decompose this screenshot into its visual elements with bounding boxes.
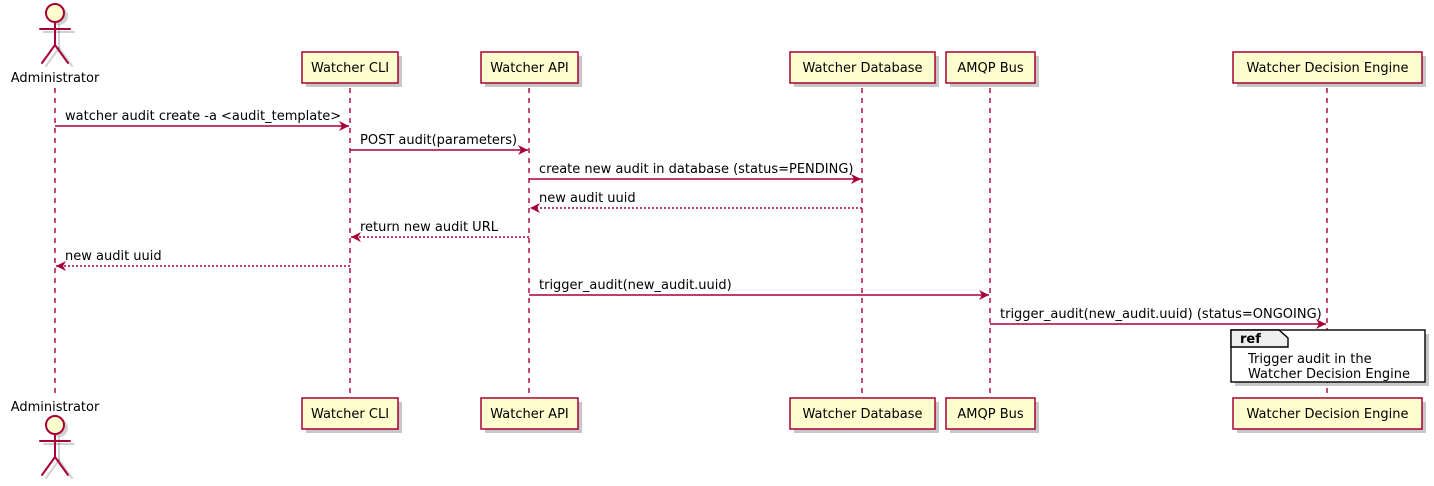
actor-administrator-bottom[interactable]: Administrator <box>11 400 100 479</box>
message-label: new audit uuid <box>65 249 162 264</box>
participant-box <box>301 397 399 430</box>
participant-watcher-api-top[interactable]: Watcher API <box>480 51 582 87</box>
participant-box <box>480 397 579 430</box>
actor-leg-left <box>41 456 56 476</box>
message-label: watcher audit create -a <audit_template> <box>65 109 341 124</box>
message-m5: return new audit URL <box>351 220 529 242</box>
participant-box <box>789 51 936 84</box>
participant-watcher-cli-top[interactable]: Watcher CLI <box>301 51 402 87</box>
participant-box <box>945 51 1036 84</box>
message-m8: trigger_audit(new_audit.uuid) (status=ON… <box>990 307 1326 329</box>
participant-watcher-decision-engine-bottom[interactable]: Watcher Decision Engine <box>1232 397 1426 433</box>
participants-bottom-layer: Administrator Watcher CLI Watcher API Watch… <box>11 397 1426 479</box>
message-m3: create new audit in database (status=PEN… <box>529 162 861 184</box>
participant-watcher-api-bottom[interactable]: Watcher API <box>480 397 582 433</box>
message-arrowhead <box>979 290 989 300</box>
participant-box <box>1232 397 1423 430</box>
actor-shadow <box>45 459 60 479</box>
actor-head-icon <box>45 415 65 435</box>
participant-watcher-cli-bottom[interactable]: Watcher CLI <box>301 397 402 433</box>
message-arrowhead <box>56 261 66 271</box>
message-label: trigger_audit(new_audit.uuid) (status=ON… <box>1000 307 1322 322</box>
message-arrowhead <box>530 203 540 213</box>
participant-watcher-database-bottom[interactable]: Watcher Database <box>789 397 939 433</box>
message-label: new audit uuid <box>539 191 636 206</box>
actor-shadow <box>58 459 73 479</box>
message-label: trigger_audit(new_audit.uuid) <box>539 278 732 293</box>
message-label: POST audit(parameters) <box>360 133 517 148</box>
participant-box <box>301 51 399 84</box>
message-m7: trigger_audit(new_audit.uuid) <box>529 278 989 300</box>
actor-label-administrator: Administrator <box>11 71 100 86</box>
participant-box <box>789 397 936 430</box>
message-label: return new audit URL <box>360 220 499 235</box>
message-arrowhead <box>339 121 349 131</box>
ref-fragment-keyword: ref <box>1240 332 1261 347</box>
message-arrowhead <box>518 145 528 155</box>
ref-fragment-line-1: Trigger audit in the <box>1247 352 1372 367</box>
participant-box <box>1232 51 1423 84</box>
ref-fragment-tab <box>1230 329 1289 348</box>
message-label: create new audit in database (status=PEN… <box>539 162 854 177</box>
actor-administrator[interactable]: Administrator <box>11 3 100 86</box>
participant-box <box>480 51 579 84</box>
participant-label-watcher-api: Watcher API <box>490 407 569 422</box>
message-arrowhead <box>1316 319 1326 329</box>
participant-label-watcher-cli: Watcher CLI <box>311 61 389 76</box>
ref-fragment-line-2: Watcher Decision Engine <box>1248 367 1410 382</box>
participant-label-amqp-bus: AMQP Bus <box>957 407 1023 422</box>
message-arrowhead <box>851 174 861 184</box>
participant-label-amqp-bus: AMQP Bus <box>957 61 1023 76</box>
messages-layer: watcher audit create -a <audit_template>… <box>55 109 1326 329</box>
message-arrowhead <box>351 232 361 242</box>
lifelines-layer <box>54 88 1328 398</box>
participants-top-layer: Administrator Watcher CLI Watcher API Watch… <box>11 3 1426 87</box>
message-m4: new audit uuid <box>530 191 862 213</box>
actor-shadow <box>58 47 73 67</box>
actor-leg-left <box>41 44 56 64</box>
participant-label-watcher-decision-engine: Watcher Decision Engine <box>1247 61 1409 76</box>
participant-watcher-decision-engine-top[interactable]: Watcher Decision Engine <box>1232 51 1426 87</box>
actor-shadow <box>45 47 60 67</box>
participant-label-watcher-database: Watcher Database <box>803 61 923 76</box>
participant-box <box>945 397 1036 430</box>
participant-label-watcher-decision-engine: Watcher Decision Engine <box>1247 407 1409 422</box>
actor-label-administrator-bottom: Administrator <box>11 400 100 415</box>
participant-label-watcher-database: Watcher Database <box>803 407 923 422</box>
participant-amqp-bus-bottom[interactable]: AMQP Bus <box>945 397 1039 433</box>
actor-leg-right <box>54 456 69 476</box>
message-m6: new audit uuid <box>56 249 350 271</box>
message-m2: POST audit(parameters) <box>350 133 528 155</box>
participant-watcher-database-top[interactable]: Watcher Database <box>789 51 939 87</box>
participant-label-watcher-api: Watcher API <box>490 61 569 76</box>
participant-amqp-bus-top[interactable]: AMQP Bus <box>945 51 1039 87</box>
participant-label-watcher-cli: Watcher CLI <box>311 407 389 422</box>
actor-leg-right <box>54 44 69 64</box>
message-m1: watcher audit create -a <audit_template> <box>55 109 349 131</box>
actor-head-icon <box>45 3 65 23</box>
